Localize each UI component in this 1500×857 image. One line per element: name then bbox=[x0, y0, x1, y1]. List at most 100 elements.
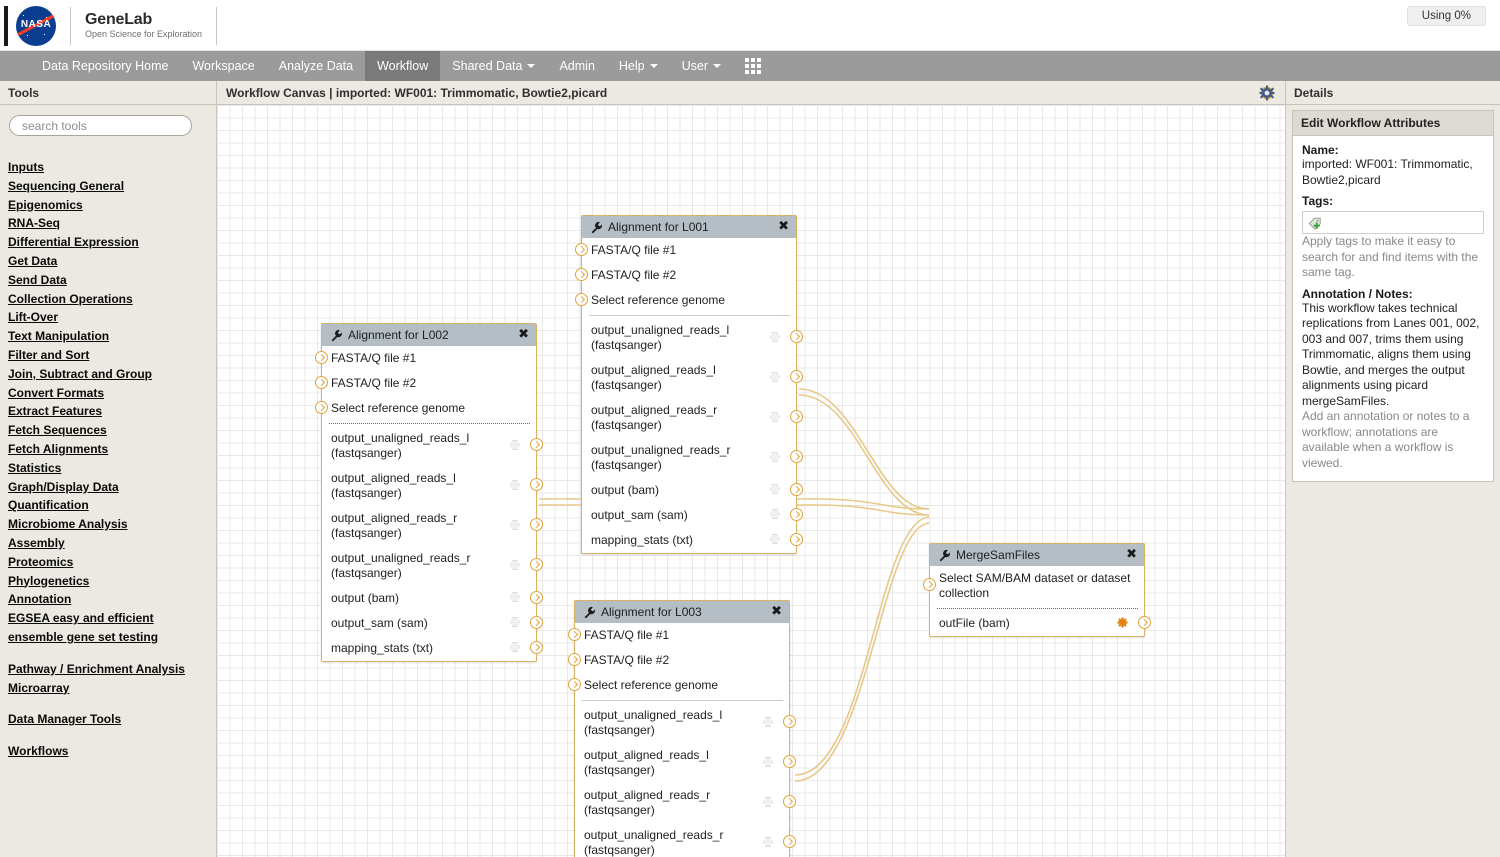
tool-section-collection-operations[interactable]: Collection Operations bbox=[8, 291, 133, 306]
output-terminal[interactable] bbox=[790, 330, 803, 343]
node-header[interactable]: MergeSamFiles ✖ bbox=[930, 544, 1144, 566]
tool-section-differential-expression[interactable]: Differential Expression bbox=[8, 235, 139, 250]
output-terminal[interactable] bbox=[530, 641, 543, 654]
workflow-node-alignment-l003[interactable]: Alignment for L003 ✖ FASTA/Q file #1 FAS… bbox=[568, 600, 796, 857]
node-input-row[interactable]: FASTA/Q file #2 bbox=[315, 371, 536, 396]
output-terminal[interactable] bbox=[530, 591, 543, 604]
workflow-node-alignment-l002[interactable]: Alignment for L002 ✖ FASTA/Q file #1 FAS… bbox=[315, 323, 543, 662]
output-terminal[interactable] bbox=[790, 450, 803, 463]
tool-section-inputs[interactable]: Inputs bbox=[8, 160, 44, 174]
output-terminal[interactable] bbox=[530, 438, 543, 451]
output-visible-toggle[interactable] bbox=[770, 534, 780, 544]
output-visible-toggle[interactable] bbox=[510, 592, 520, 602]
output-visible-toggle[interactable] bbox=[510, 480, 520, 490]
nav-item-analyze-data[interactable]: Analyze Data bbox=[267, 51, 365, 81]
tool-section-epigenomics[interactable]: Epigenomics bbox=[8, 197, 83, 212]
tool-section-join-subtract-and-group[interactable]: Join, Subtract and Group bbox=[8, 366, 153, 381]
node-output-row[interactable]: output_sam (sam) bbox=[582, 503, 803, 528]
output-visible-toggle[interactable] bbox=[770, 332, 780, 342]
node-input-row[interactable]: FASTA/Q file #2 bbox=[575, 263, 796, 288]
nav-item-workflow[interactable]: Workflow bbox=[365, 51, 441, 81]
input-terminal[interactable] bbox=[923, 578, 936, 591]
output-terminal[interactable] bbox=[530, 558, 543, 571]
node-output-row[interactable]: output_unaligned_reads_l (fastqsanger) bbox=[575, 703, 796, 743]
node-output-row[interactable]: output_unaligned_reads_r (fastqsanger) bbox=[575, 823, 796, 857]
node-output-row[interactable]: output_unaligned_reads_r (fastqsanger) bbox=[322, 546, 543, 586]
node-output-row[interactable]: output_aligned_reads_r (fastqsanger) bbox=[575, 783, 796, 823]
workflow-name-value[interactable]: imported: WF001: Trimmomatic, Bowtie2,pi… bbox=[1302, 157, 1473, 187]
node-output-row[interactable]: output_aligned_reads_l (fastqsanger) bbox=[582, 358, 803, 398]
tool-section-graph-display-data[interactable]: Graph/Display Data bbox=[8, 479, 119, 494]
output-terminal[interactable] bbox=[790, 508, 803, 521]
nav-item-workspace[interactable]: Workspace bbox=[180, 51, 266, 81]
apps-grid-button[interactable] bbox=[733, 51, 773, 81]
output-marked-asterisk-icon[interactable] bbox=[1117, 617, 1128, 628]
node-output-row[interactable]: output_sam (sam) bbox=[322, 611, 543, 636]
tool-section-quantification[interactable]: Quantification bbox=[8, 498, 89, 513]
tool-section-pathway-enrichment-analysis[interactable]: Pathway / Enrichment Analysis bbox=[8, 661, 185, 676]
node-header[interactable]: Alignment for L002 ✖ bbox=[322, 324, 536, 346]
nav-item-user[interactable]: User bbox=[670, 51, 733, 81]
node-input-row[interactable]: Select SAM/BAM dataset or dataset collec… bbox=[923, 566, 1144, 606]
node-output-row[interactable]: output_unaligned_reads_r (fastqsanger) bbox=[582, 438, 803, 478]
node-output-row[interactable]: mapping_stats (txt) bbox=[582, 528, 803, 553]
output-terminal[interactable] bbox=[783, 835, 796, 848]
output-terminal[interactable] bbox=[790, 533, 803, 546]
output-visible-toggle[interactable] bbox=[763, 717, 773, 727]
output-terminal[interactable] bbox=[783, 795, 796, 808]
node-output-row[interactable]: output_aligned_reads_l (fastqsanger) bbox=[575, 743, 796, 783]
node-output-row[interactable]: mapping_stats (txt) bbox=[322, 636, 543, 661]
tool-section-workflows[interactable]: Workflows bbox=[8, 744, 69, 759]
tags-input[interactable] bbox=[1302, 211, 1484, 234]
tool-section-fetch-sequences[interactable]: Fetch Sequences bbox=[8, 423, 107, 438]
node-header[interactable]: Alignment for L003 ✖ bbox=[575, 601, 789, 623]
tool-section-send-data[interactable]: Send Data bbox=[8, 272, 67, 287]
node-output-row[interactable]: output_aligned_reads_l (fastqsanger) bbox=[322, 466, 543, 506]
output-visible-toggle[interactable] bbox=[510, 560, 520, 570]
search-input[interactable] bbox=[9, 115, 192, 136]
node-output-row[interactable]: output_aligned_reads_r (fastqsanger) bbox=[322, 506, 543, 546]
tool-section-microbiome-analysis[interactable]: Microbiome Analysis bbox=[8, 517, 128, 532]
node-output-row[interactable]: output_unaligned_reads_l (fastqsanger) bbox=[582, 318, 803, 358]
input-terminal[interactable] bbox=[568, 628, 581, 641]
output-terminal[interactable] bbox=[530, 518, 543, 531]
node-input-row[interactable]: FASTA/Q file #1 bbox=[575, 238, 796, 263]
nav-item-admin[interactable]: Admin bbox=[547, 51, 606, 81]
output-visible-toggle[interactable] bbox=[770, 509, 780, 519]
tool-section-rna-seq[interactable]: RNA-Seq bbox=[8, 216, 61, 231]
annotation-value[interactable]: This workflow takes technical replicatio… bbox=[1302, 300, 1480, 408]
node-input-row[interactable]: FASTA/Q file #2 bbox=[568, 648, 789, 673]
output-visible-toggle[interactable] bbox=[510, 617, 520, 627]
close-icon[interactable]: ✖ bbox=[518, 326, 529, 341]
input-terminal[interactable] bbox=[575, 243, 588, 256]
input-terminal[interactable] bbox=[315, 351, 328, 364]
output-visible-toggle[interactable] bbox=[770, 372, 780, 382]
tool-section-microarray[interactable]: Microarray bbox=[8, 680, 70, 695]
node-input-row[interactable]: FASTA/Q file #1 bbox=[315, 346, 536, 371]
tool-section-text-manipulation[interactable]: Text Manipulation bbox=[8, 329, 110, 344]
brand[interactable]: NASA GeneLab Open Science for Exploratio… bbox=[0, 0, 218, 51]
output-terminal[interactable] bbox=[783, 715, 796, 728]
output-visible-toggle[interactable] bbox=[510, 642, 520, 652]
tool-section-fetch-alignments[interactable]: Fetch Alignments bbox=[8, 441, 109, 456]
output-terminal[interactable] bbox=[1138, 616, 1151, 629]
tool-section-sequencing-general[interactable]: Sequencing General bbox=[8, 178, 125, 193]
tool-section-egsea[interactable]: EGSEA easy and efficient ensemble gene s… bbox=[8, 609, 208, 647]
output-terminal[interactable] bbox=[530, 616, 543, 629]
tool-section-data-manager-tools[interactable]: Data Manager Tools bbox=[8, 712, 122, 727]
output-visible-toggle[interactable] bbox=[770, 412, 780, 422]
input-terminal[interactable] bbox=[568, 653, 581, 666]
output-terminal[interactable] bbox=[530, 478, 543, 491]
node-output-row[interactable]: output (bam) bbox=[322, 586, 543, 611]
close-icon[interactable]: ✖ bbox=[771, 603, 782, 618]
workflow-node-alignment-l001[interactable]: Alignment for L001 ✖ FASTA/Q file #1 FAS… bbox=[575, 215, 803, 554]
output-terminal[interactable] bbox=[790, 483, 803, 496]
node-output-row[interactable]: output_unaligned_reads_l (fastqsanger) bbox=[322, 426, 543, 466]
node-input-row[interactable]: Select reference genome bbox=[568, 673, 789, 698]
tool-section-lift-over[interactable]: Lift-Over bbox=[8, 310, 59, 325]
node-header[interactable]: Alignment for L001 ✖ bbox=[582, 216, 796, 238]
output-visible-toggle[interactable] bbox=[770, 484, 780, 494]
node-output-row[interactable]: output_aligned_reads_r (fastqsanger) bbox=[582, 398, 803, 438]
input-terminal[interactable] bbox=[568, 678, 581, 691]
output-visible-toggle[interactable] bbox=[763, 757, 773, 767]
